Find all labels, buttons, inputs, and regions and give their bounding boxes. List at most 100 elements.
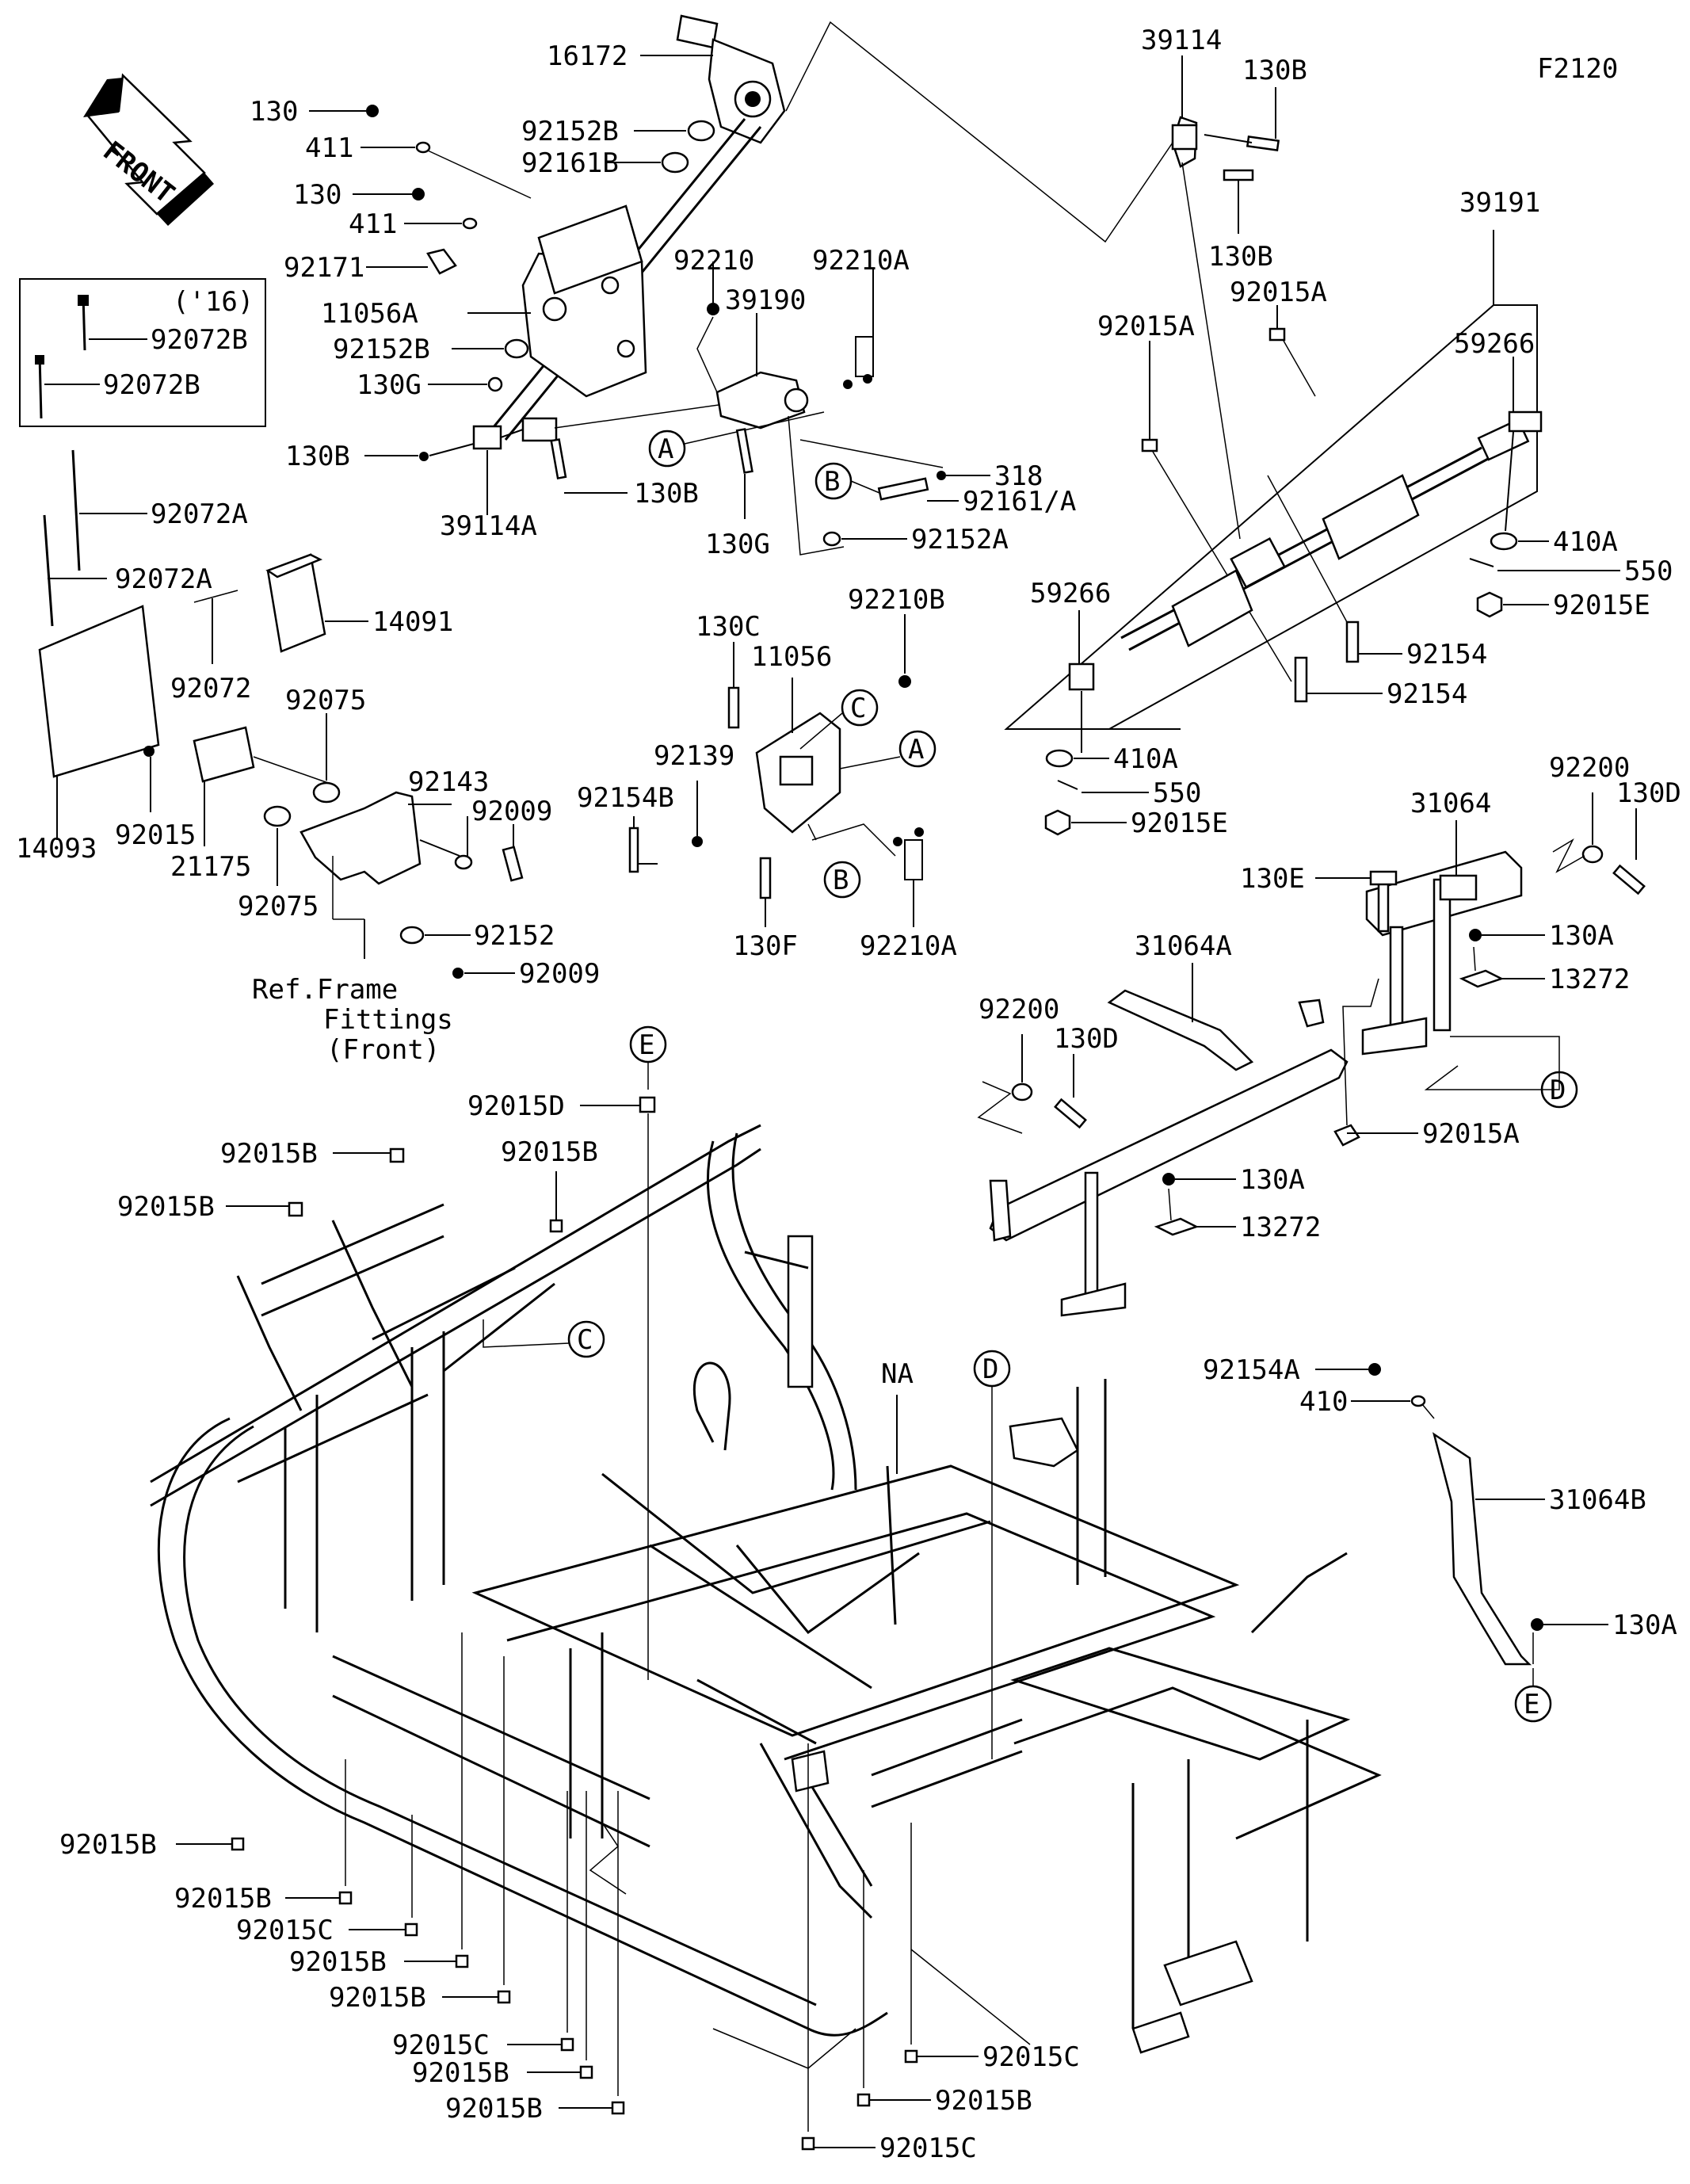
label-92152: 92152 bbox=[474, 920, 555, 952]
label-130A-1: 130A bbox=[1549, 920, 1614, 952]
label-39191: 39191 bbox=[1459, 187, 1540, 219]
label-16172: 16172 bbox=[547, 40, 628, 72]
label-410A-1: 410A bbox=[1553, 526, 1618, 558]
label-130B-4: 130B bbox=[1208, 241, 1273, 273]
label-130E: 130E bbox=[1240, 863, 1305, 895]
label-39114A: 39114A bbox=[440, 510, 537, 542]
label-92200-1: 92200 bbox=[1549, 752, 1630, 784]
label-21175: 21175 bbox=[170, 851, 251, 883]
label-39114: 39114 bbox=[1141, 25, 1222, 56]
front-arrow-icon: FRONT bbox=[83, 73, 214, 226]
label-130-1: 130 bbox=[250, 96, 298, 128]
label-92139: 92139 bbox=[654, 740, 734, 772]
label-92072B-2: 92072B bbox=[103, 369, 200, 401]
ref-note-line2: Fittings bbox=[323, 1004, 453, 1036]
label-92015B-7: 92015B bbox=[329, 1982, 426, 2014]
callout-A-2: A bbox=[908, 734, 924, 766]
label-92015C-4: 92015C bbox=[879, 2132, 977, 2164]
callout-C-2: C bbox=[577, 1324, 593, 1356]
label-130D-1: 130D bbox=[1616, 777, 1681, 809]
diagram-code: F2120 bbox=[1537, 53, 1618, 85]
label-14093: 14093 bbox=[16, 833, 97, 865]
label-92072B-1: 92072B bbox=[151, 324, 248, 356]
label-31064A: 31064A bbox=[1135, 930, 1232, 962]
label-130D-2: 130D bbox=[1054, 1023, 1119, 1055]
label-92009-1: 92009 bbox=[471, 796, 552, 827]
label-13272-2: 13272 bbox=[1240, 1212, 1321, 1243]
callout-A-1: A bbox=[658, 433, 673, 465]
label-92015B-5: 92015B bbox=[174, 1883, 272, 1915]
label-92143: 92143 bbox=[408, 766, 489, 798]
label-130B-2: 130B bbox=[634, 478, 699, 510]
label-92015: 92015 bbox=[115, 819, 196, 851]
label-92154-1: 92154 bbox=[1406, 639, 1487, 670]
label-92152B-1: 92152B bbox=[521, 116, 619, 147]
label-92015E-2: 92015E bbox=[1131, 808, 1228, 839]
label-318: 318 bbox=[994, 460, 1043, 492]
year-note: ('16) bbox=[173, 286, 254, 318]
label-92009-2: 92009 bbox=[519, 958, 600, 990]
label-39190: 39190 bbox=[725, 284, 806, 316]
label-59266-1: 59266 bbox=[1454, 328, 1535, 360]
label-130C: 130C bbox=[696, 611, 761, 643]
label-92171: 92171 bbox=[284, 252, 364, 284]
label-92015B-9: 92015B bbox=[445, 2093, 543, 2125]
label-92154A: 92154A bbox=[1203, 1354, 1300, 1386]
label-92210A-2: 92210A bbox=[860, 930, 957, 962]
label-92154B: 92154B bbox=[577, 782, 674, 814]
label-92015A-2: 92015A bbox=[1097, 311, 1195, 342]
label-92015D: 92015D bbox=[467, 1090, 565, 1122]
label-14091: 14091 bbox=[372, 606, 453, 638]
label-92210A-1: 92210A bbox=[812, 245, 910, 277]
label-92210-1: 92210 bbox=[673, 245, 754, 277]
label-92015A-1: 92015A bbox=[1230, 277, 1327, 308]
label-92200-2: 92200 bbox=[979, 994, 1059, 1025]
label-92075-1: 92075 bbox=[285, 685, 366, 716]
label-92161B: 92161B bbox=[521, 147, 619, 179]
callout-D-1: D bbox=[1550, 1075, 1566, 1106]
label-410: 410 bbox=[1299, 1386, 1348, 1418]
label-130A-2: 130A bbox=[1240, 1164, 1305, 1196]
label-92015B-2: 92015B bbox=[117, 1191, 215, 1223]
label-92015B-3: 92015B bbox=[501, 1136, 598, 1168]
label-NA: NA bbox=[881, 1358, 914, 1390]
ref-note-line3: (Front) bbox=[326, 1034, 440, 1066]
label-92072: 92072 bbox=[170, 673, 251, 704]
label-411-1: 411 bbox=[305, 132, 353, 164]
callout-E-2: E bbox=[639, 1029, 654, 1061]
label-11056: 11056 bbox=[751, 641, 832, 673]
label-92015C-3: 92015C bbox=[982, 2041, 1080, 2073]
label-92015B-1: 92015B bbox=[220, 1138, 318, 1170]
label-92015B-4: 92015B bbox=[59, 1829, 157, 1861]
label-92015E-1: 92015E bbox=[1553, 590, 1650, 621]
callout-B-2: B bbox=[833, 865, 849, 896]
callout-E-1: E bbox=[1524, 1689, 1539, 1720]
label-92015C-1: 92015C bbox=[236, 1915, 334, 1946]
label-92015B-6: 92015B bbox=[289, 1946, 387, 1978]
label-92015C-2: 92015C bbox=[392, 2029, 490, 2061]
label-130-2: 130 bbox=[293, 179, 341, 211]
label-13272-1: 13272 bbox=[1549, 964, 1630, 995]
main-frame bbox=[150, 1124, 1382, 2054]
label-59266-2: 59266 bbox=[1030, 578, 1111, 609]
label-92161A: 92161/A bbox=[963, 486, 1076, 517]
label-92072A-2: 92072A bbox=[115, 563, 212, 595]
label-550-2: 550 bbox=[1153, 777, 1201, 809]
label-31064: 31064 bbox=[1410, 788, 1491, 819]
label-92075-2: 92075 bbox=[238, 891, 319, 922]
year-note-box bbox=[19, 278, 266, 427]
label-130F: 130F bbox=[733, 930, 798, 962]
callout-D-2: D bbox=[982, 1354, 998, 1385]
label-92015A-3: 92015A bbox=[1422, 1118, 1520, 1150]
label-130G-1: 130G bbox=[357, 369, 422, 401]
label-92210B: 92210B bbox=[848, 584, 945, 616]
label-130A-3: 130A bbox=[1612, 1609, 1677, 1641]
label-550-1: 550 bbox=[1624, 556, 1673, 587]
label-92152B-2: 92152B bbox=[333, 334, 430, 365]
label-130B-3: 130B bbox=[1242, 55, 1307, 86]
label-11056A: 11056A bbox=[321, 298, 418, 330]
label-130B-1: 130B bbox=[285, 441, 350, 472]
callout-B-1: B bbox=[824, 466, 840, 498]
label-92152A: 92152A bbox=[911, 524, 1009, 556]
label-130G-2: 130G bbox=[705, 529, 770, 560]
